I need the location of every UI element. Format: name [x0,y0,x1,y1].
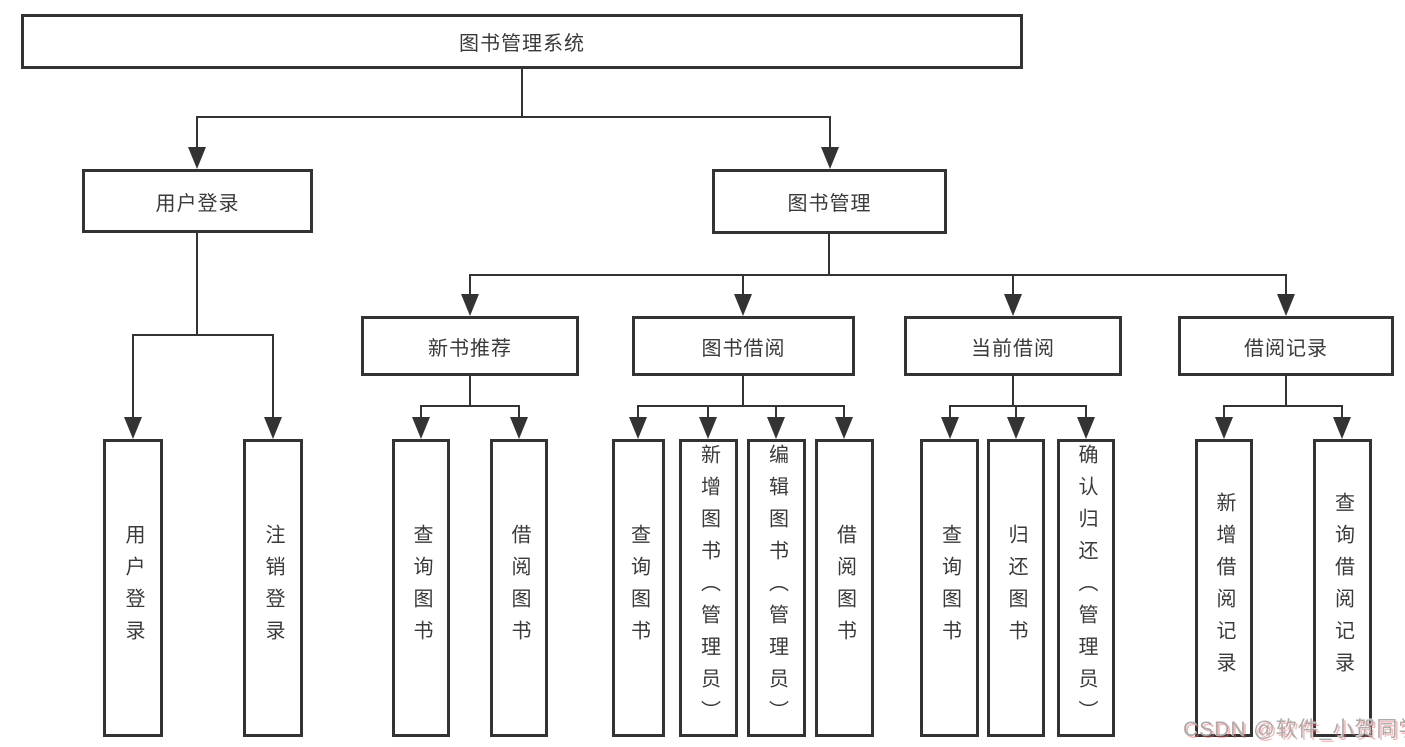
leaf-logout-label: 注销登录 [262,524,284,652]
leaf-return-books-label: 归还图书 [1005,524,1027,652]
arrow-down-icon [412,417,430,439]
leaf-query-books-recommend-label: 查询图书 [410,524,432,652]
leaf-query-books-borrowing: 查询图书 [612,439,665,737]
leaf-query-borrow-record: 查询借阅记录 [1313,439,1372,737]
node-new-book-recommendation-label: 新书推荐 [428,337,512,360]
connector-line [1015,405,1017,419]
leaf-borrow-books-recommend: 借阅图书 [490,439,548,737]
connector-line [828,234,830,276]
leaf-return-books: 归还图书 [987,439,1045,737]
leaf-borrow-books-recommend-label: 借阅图书 [508,524,530,652]
connector-line [637,405,845,407]
connector-line [1285,274,1287,296]
connector-line [742,274,744,296]
node-book-borrowing: 图书借阅 [632,316,855,376]
arrow-down-icon [1004,294,1022,316]
leaf-add-borrow-record-label: 新增借阅记录 [1213,492,1235,684]
csdn-watermark: CSDN @软件_小贺同学 [1183,718,1405,741]
connector-line [829,116,831,150]
connector-line [1341,405,1343,419]
arrow-down-icon [941,417,959,439]
node-current-borrowing-label: 当前借阅 [971,337,1055,360]
connector-line [196,233,198,336]
connector-line [843,405,845,419]
connector-line [132,334,134,419]
arrow-down-icon [1077,417,1095,439]
connector-line [469,274,471,296]
arrow-down-icon [461,294,479,316]
leaf-user-login-label: 用户登录 [122,524,144,652]
connector-line [420,405,520,407]
arrow-down-icon [1007,417,1025,439]
leaf-borrow-books: 借阅图书 [815,439,874,737]
leaf-user-login: 用户登录 [103,439,163,737]
connector-line [1012,376,1014,407]
connector-line [469,274,1287,276]
connector-line [637,405,639,419]
connector-line [775,405,777,419]
arrow-down-icon [264,417,282,439]
connector-line [469,376,471,407]
node-borrowing-records: 借阅记录 [1178,316,1394,376]
connector-line [742,376,744,407]
connector-line [1285,376,1287,407]
node-user-login-label: 用户登录 [155,192,240,215]
leaf-add-borrow-record: 新增借阅记录 [1195,439,1253,737]
connector-line [197,116,831,118]
node-user-login: 用户登录 [82,169,313,233]
connector-line [132,334,274,336]
leaf-edit-books-admin-label: 编辑图书（管理员） [765,444,788,732]
connector-line [196,116,198,150]
node-book-management: 图书管理 [712,169,947,234]
node-book-borrowing-label: 图书借阅 [701,337,786,360]
arrow-down-icon [1333,417,1351,439]
leaf-confirm-return-admin-label: 确认归还（管理员） [1075,444,1097,732]
connector-line [1085,405,1087,419]
arrow-down-icon [629,417,647,439]
leaf-query-books-borrowing-label: 查询图书 [627,524,650,652]
arrow-down-icon [1215,417,1233,439]
node-library-management-system: 图书管理系统 [21,14,1023,69]
arrow-down-icon [699,417,717,439]
leaf-query-borrow-record-label: 查询借阅记录 [1331,492,1354,684]
node-current-borrowing: 当前借阅 [904,316,1122,376]
arrow-down-icon [510,417,528,439]
connector-line [707,405,709,419]
arrow-down-icon [835,417,853,439]
arrow-down-icon [767,417,785,439]
connector-line [420,405,422,419]
node-library-management-system-label: 图书管理系统 [459,33,585,55]
leaf-query-books-current-label: 查询图书 [938,524,961,652]
leaf-add-books-admin: 新增图书（管理员） [679,439,738,737]
connector-line [949,405,951,419]
connector-line [1223,405,1225,419]
arrow-down-icon [124,417,142,439]
leaf-query-books-recommend: 查询图书 [392,439,450,737]
leaf-logout: 注销登录 [243,439,303,737]
leaf-borrow-books-label: 借阅图书 [833,524,856,652]
node-new-book-recommendation: 新书推荐 [361,316,579,376]
connector-line [949,405,1087,407]
connector-line [1223,405,1343,407]
connector-line [518,405,520,419]
node-borrowing-records-label: 借阅记录 [1244,337,1328,360]
arrow-down-icon [734,294,752,316]
node-book-management-label: 图书管理 [787,193,872,215]
leaf-edit-books-admin: 编辑图书（管理员） [747,439,806,737]
connector-line [1012,274,1014,296]
leaf-query-books-current: 查询图书 [920,439,979,737]
connector-line [521,69,523,117]
arrow-down-icon [821,147,839,169]
leaf-add-books-admin-label: 新增图书（管理员） [697,444,720,732]
arrow-down-icon [188,147,206,169]
connector-line [272,334,274,419]
leaf-confirm-return-admin: 确认归还（管理员） [1057,439,1115,737]
arrow-down-icon [1277,294,1295,316]
